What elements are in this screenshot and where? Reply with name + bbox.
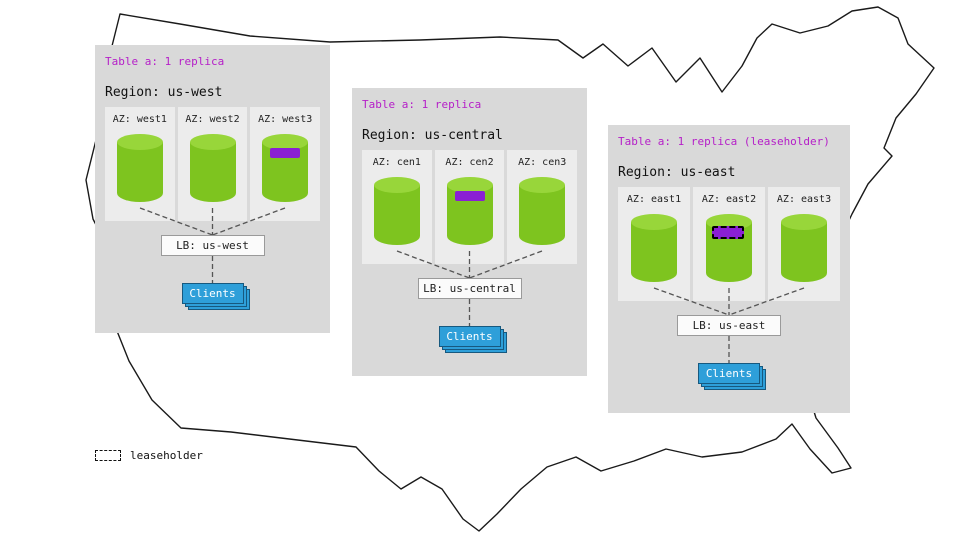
az-row: AZ: west1 AZ: west2 AZ: west3 [105,107,321,221]
clients-box: Clients [698,363,760,384]
region-panel-us-east: Table a: 1 replica (leaseholder) Region:… [608,125,850,413]
cylinder-body [781,222,827,282]
az-label: AZ: cen3 [518,157,567,168]
az-label: AZ: cen1 [372,157,421,168]
leaseholder-badge [712,226,744,239]
az-label: AZ: cen2 [445,157,494,168]
az-column-cen2: AZ: cen2 [434,150,505,264]
database-cylinder [519,177,566,245]
az-column-west1: AZ: west1 [105,107,175,221]
table-replica-label: Table a: 1 replica [105,55,225,68]
cylinder-top [631,214,677,230]
connector-lines [139,207,286,283]
az-label: AZ: east1 [626,194,682,205]
connector-lines [653,287,805,363]
az-column-west2: AZ: west2 [177,107,248,221]
region-panel-us-west: Table a: 1 replica Region: us-west AZ: w… [95,45,330,333]
database-cylinder [706,214,752,282]
clients-box: Clients [438,326,501,347]
clients-stack: Clients [181,283,250,310]
cylinder-top [446,177,493,193]
az-row: AZ: east1 AZ: east2 AZ: east3 [618,187,840,301]
az-label: AZ: east2 [701,194,757,205]
az-row: AZ: cen1 AZ: cen2 AZ: cen3 [362,150,578,264]
table-replica-label: Table a: 1 replica [362,98,482,111]
cylinder-body [373,185,420,245]
cylinder-top [519,177,566,193]
region-label: Region: us-east [618,165,736,180]
cylinder-body [116,142,163,202]
cylinder-top [116,134,163,150]
region-panel-us-central: Table a: 1 replica Region: us-central AZ… [352,88,587,376]
az-column-east3: AZ: east3 [768,187,840,301]
load-balancer-box: LB: us-central [417,278,522,299]
database-cylinder [189,134,236,202]
database-cylinder [373,177,420,245]
cylinder-top [373,177,420,193]
az-label: AZ: west1 [112,114,167,125]
replica-badge [454,191,485,201]
az-column-east2: AZ: east2 [693,187,765,301]
load-balancer-box: LB: us-west [160,235,265,256]
az-column-cen3: AZ: cen3 [507,150,578,264]
database-cylinder [631,214,677,282]
region-label: Region: us-central [362,128,503,143]
cylinder-body [519,185,566,245]
cylinder-top [262,134,309,150]
legend: leaseholder [95,449,203,462]
clients-box: Clients [181,283,244,304]
replica-badge [270,148,301,158]
az-label: AZ: east3 [776,194,832,205]
database-cylinder [116,134,163,202]
legend-label: leaseholder [130,449,203,462]
az-label: AZ: west3 [258,114,313,125]
az-column-west3: AZ: west3 [250,107,321,221]
connector-lines [396,250,543,326]
table-replica-label: Table a: 1 replica (leaseholder) [618,135,830,148]
cylinder-body [631,222,677,282]
clients-stack: Clients [698,363,766,390]
load-balancer-box: LB: us-east [677,315,781,336]
az-label: AZ: west2 [185,114,240,125]
region-label: Region: us-west [105,85,223,100]
database-cylinder [446,177,493,245]
clients-stack: Clients [438,326,507,353]
az-column-east1: AZ: east1 [618,187,690,301]
database-cylinder [262,134,309,202]
leaseholder-swatch-icon [95,450,121,461]
cylinder-top [781,214,827,230]
cylinder-body [189,142,236,202]
cylinder-top [189,134,236,150]
az-column-cen1: AZ: cen1 [362,150,432,264]
database-cylinder [781,214,827,282]
